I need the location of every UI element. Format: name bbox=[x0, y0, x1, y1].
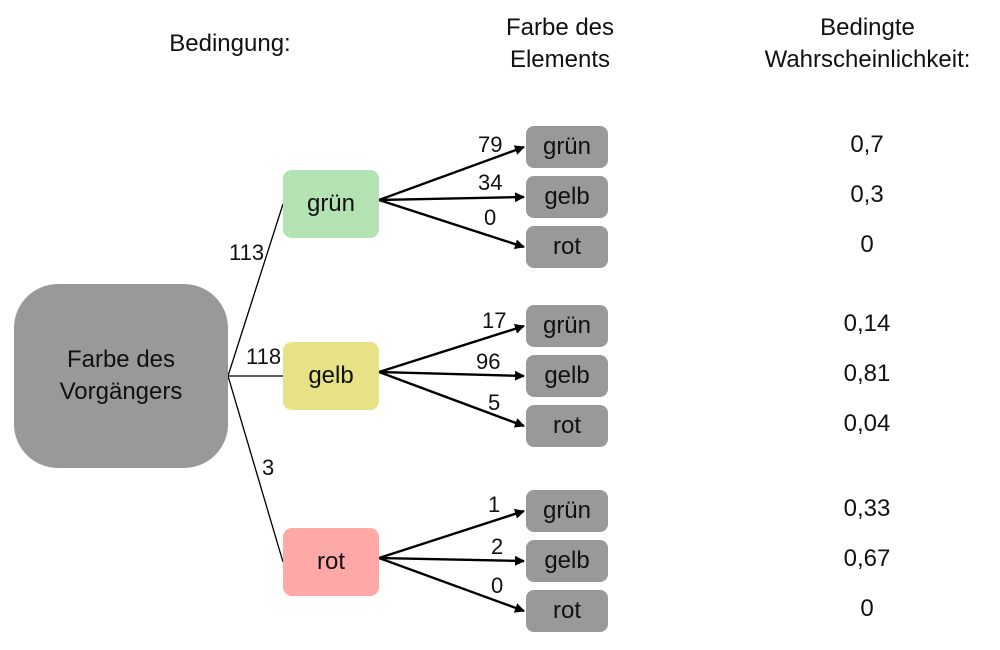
edge-arrow-1-2 bbox=[378, 370, 525, 428]
edge-arrow-0-0 bbox=[378, 145, 525, 202]
outcome-count-label: 0 bbox=[484, 205, 497, 230]
outcome-node: grün bbox=[526, 126, 608, 168]
edge-arrow-2-2 bbox=[378, 556, 525, 613]
edge-arrow-2-0 bbox=[378, 509, 525, 560]
outcome-node: grün bbox=[526, 490, 608, 532]
outcome-count-label: 0 bbox=[491, 573, 504, 598]
outcome-count-label: 2 bbox=[491, 534, 504, 559]
outcome-node: rot bbox=[526, 590, 608, 632]
edge-root-to-2 bbox=[227, 375, 284, 563]
outcome-count-label: 5 bbox=[488, 390, 501, 415]
conditional-probability-value: 0,33 bbox=[843, 495, 891, 522]
conditional-probability-value: 0,67 bbox=[843, 545, 891, 572]
edge-arrow-1-0 bbox=[378, 323, 525, 374]
header-element-color: Farbe des Elements bbox=[505, 14, 615, 73]
edge-arrow-1-1 bbox=[378, 370, 525, 381]
root-node-predecessor-color: Farbe des Vorgängers bbox=[14, 284, 228, 468]
condition-node: rot bbox=[283, 528, 379, 596]
condition-count-label: 113 bbox=[229, 240, 265, 265]
condition-count-label: 3 bbox=[262, 455, 275, 480]
condition-count-label: 118 bbox=[246, 344, 282, 369]
conditional-probability-value: 0,04 bbox=[843, 410, 891, 437]
outcome-count-label: 34 bbox=[478, 170, 503, 195]
conditional-probability-value: 0,14 bbox=[843, 310, 891, 337]
outcome-node: rot bbox=[526, 405, 608, 447]
edge-arrow-0-1 bbox=[378, 192, 525, 203]
conditional-probability-value: 0,3 bbox=[850, 181, 884, 208]
condition-node: grün bbox=[283, 170, 379, 238]
edge-arrow-0-2 bbox=[378, 198, 525, 249]
outcome-count-label: 1 bbox=[488, 492, 501, 517]
header-condition: Bedingung: bbox=[169, 30, 291, 57]
edge-arrow-2-1 bbox=[378, 555, 525, 566]
conditional-probability-value: 0,7 bbox=[850, 131, 884, 158]
outcome-node: gelb bbox=[526, 355, 608, 397]
outcome-count-label: 96 bbox=[476, 349, 501, 374]
outcome-count-label: 17 bbox=[482, 308, 507, 333]
outcome-node: gelb bbox=[526, 540, 608, 582]
conditional-probability-value: 0 bbox=[860, 595, 874, 622]
condition-node: gelb bbox=[283, 342, 379, 410]
header-conditional-probability: Bedingte Wahrscheinlichkeit: bbox=[764, 14, 971, 73]
outcome-count-label: 79 bbox=[478, 132, 503, 157]
outcome-node: rot bbox=[526, 226, 608, 268]
outcome-node: grün bbox=[526, 305, 608, 347]
conditional-probability-value: 0 bbox=[860, 231, 874, 258]
edge-root-to-0 bbox=[227, 203, 284, 377]
conditional-probability-value: 0,81 bbox=[843, 360, 891, 387]
outcome-node: gelb bbox=[526, 176, 608, 218]
